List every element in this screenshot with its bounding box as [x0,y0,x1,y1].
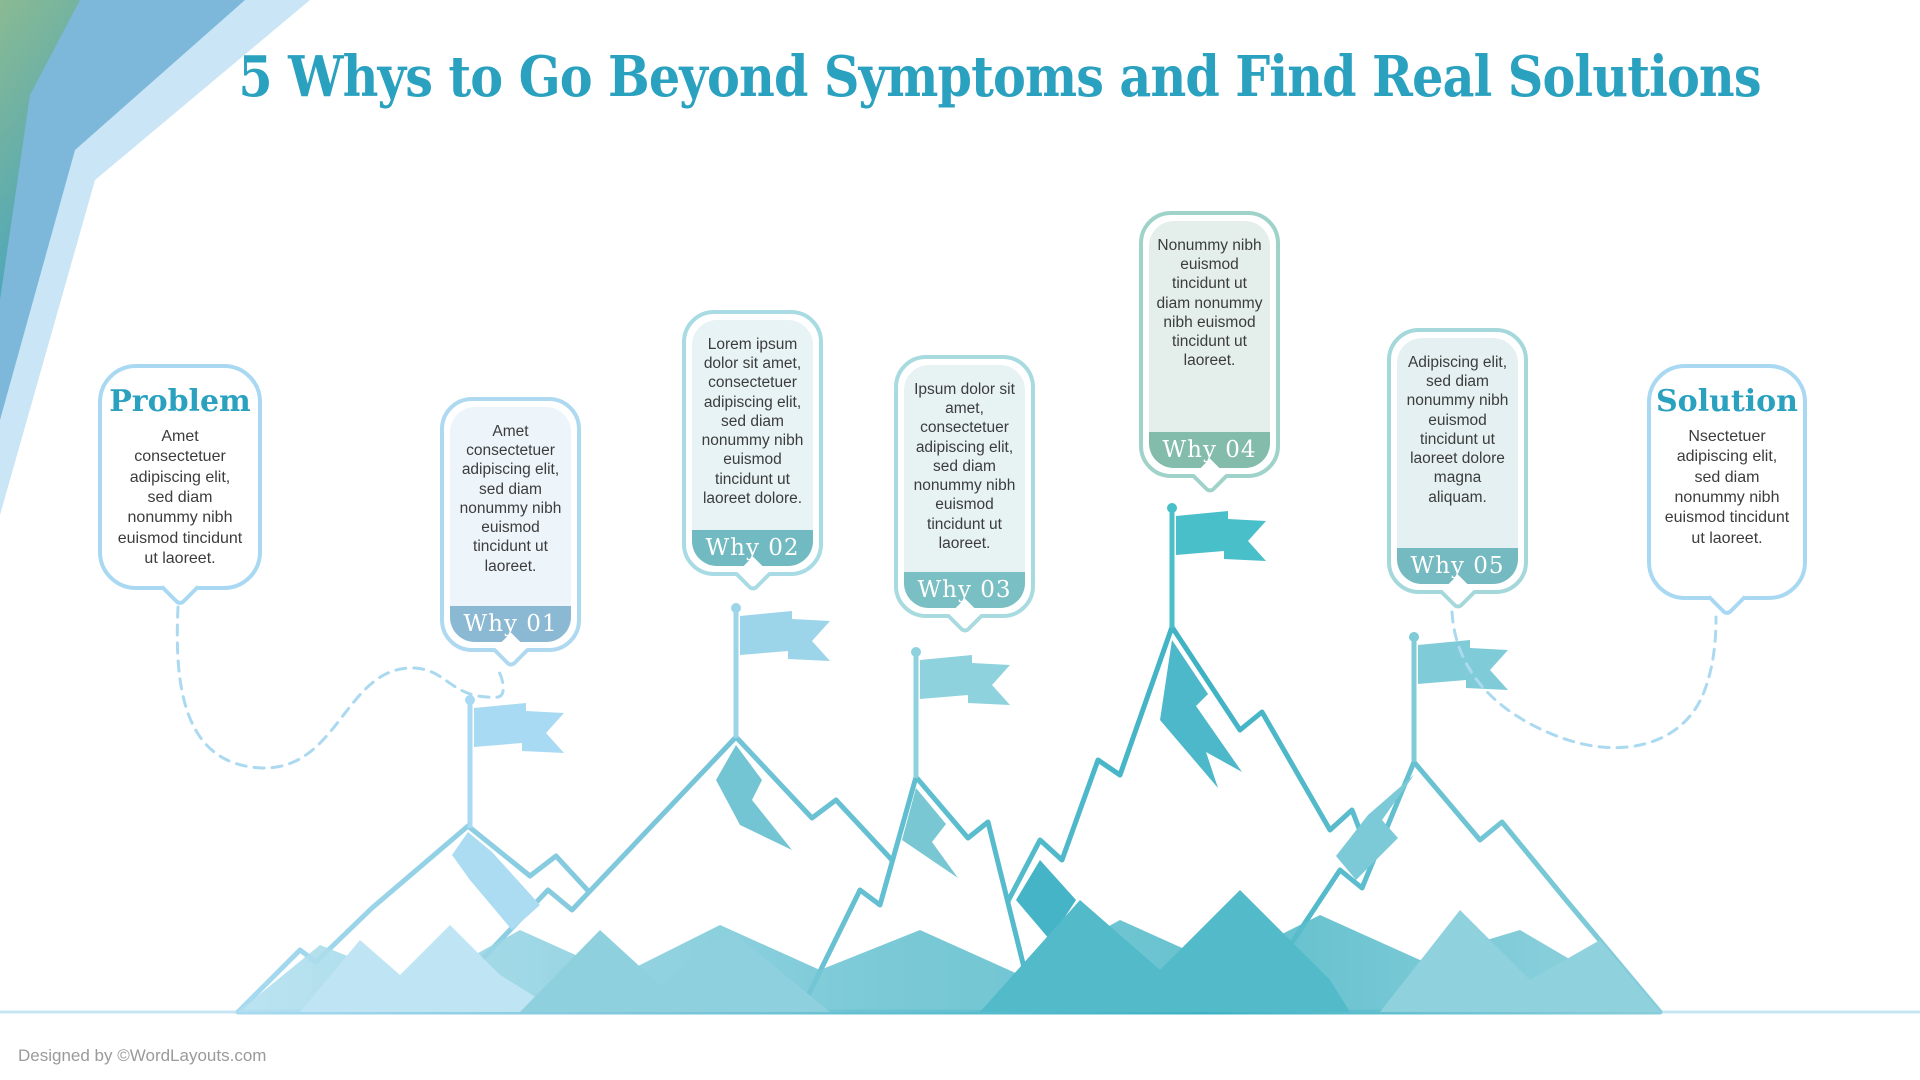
flag-icon-why-03 [911,647,1010,778]
why-04-card: Nonummy nibh euismod tincidunt ut diam n… [1139,211,1280,496]
problem-card: Problem Amet consectetuer adipiscing eli… [98,364,262,608]
flag-icon-why-01 [465,695,564,828]
why-04-body: Nonummy nibh euismod tincidunt ut diam n… [1156,237,1263,370]
problem-card-body: Amet consectetuer adipiscing elit, sed d… [117,428,243,567]
flag-icon-why-04 [1167,503,1266,628]
corner-band-blue [0,0,245,420]
connector-why05-to-solution [1450,610,1718,750]
why-05-body: Adipiscing elit, sed diam nonummy nibh e… [1406,354,1509,506]
why-03-card: Ipsum dolor sit amet, consectetuer adipi… [894,355,1035,636]
flag-icon-why-02 [731,603,830,738]
why-05-card: Adipiscing elit, sed diam nonummy nibh e… [1387,328,1528,612]
why-01-badge: Why 01 [450,606,571,642]
why-01-body: Amet consectetuer adipiscing elit, sed d… [459,423,562,575]
why-02-card: Lorem ipsum dolor sit amet, consectetuer… [682,310,823,594]
solution-card: Solution Nsectetuer adipiscing elit, sed… [1647,364,1807,618]
why-01-card: Amet consectetuer adipiscing elit, sed d… [440,397,581,670]
why-04-panel: Nonummy nibh euismod tincidunt ut diam n… [1149,221,1270,468]
connector-problem-to-why01 [175,605,505,770]
flag-icon-why-05 [1409,632,1508,762]
why-02-panel: Lorem ipsum dolor sit amet, consectetuer… [692,320,813,566]
corner-band-green [0,0,80,300]
why-03-body: Ipsum dolor sit amet, consectetuer adipi… [913,381,1016,552]
why-02-body: Lorem ipsum dolor sit amet, consectetuer… [701,336,804,507]
problem-card-title: Problem [109,384,251,419]
page-title: 5 Whys to Go Beyond Symptoms and Find Re… [238,44,1761,110]
why-03-panel: Ipsum dolor sit amet, consectetuer adipi… [904,365,1025,608]
solution-card-body: Nsectetuer adipiscing elit, sed diam non… [1664,428,1790,547]
solution-card-title: Solution [1656,384,1798,419]
footer-credit: Designed by ©WordLayouts.com [18,1046,267,1065]
why-05-panel: Adipiscing elit, sed diam nonummy nibh e… [1397,338,1518,584]
mountain-facets [300,640,1660,1012]
why-01-panel: Amet consectetuer adipiscing elit, sed d… [450,407,571,642]
corner-decoration [0,0,310,515]
